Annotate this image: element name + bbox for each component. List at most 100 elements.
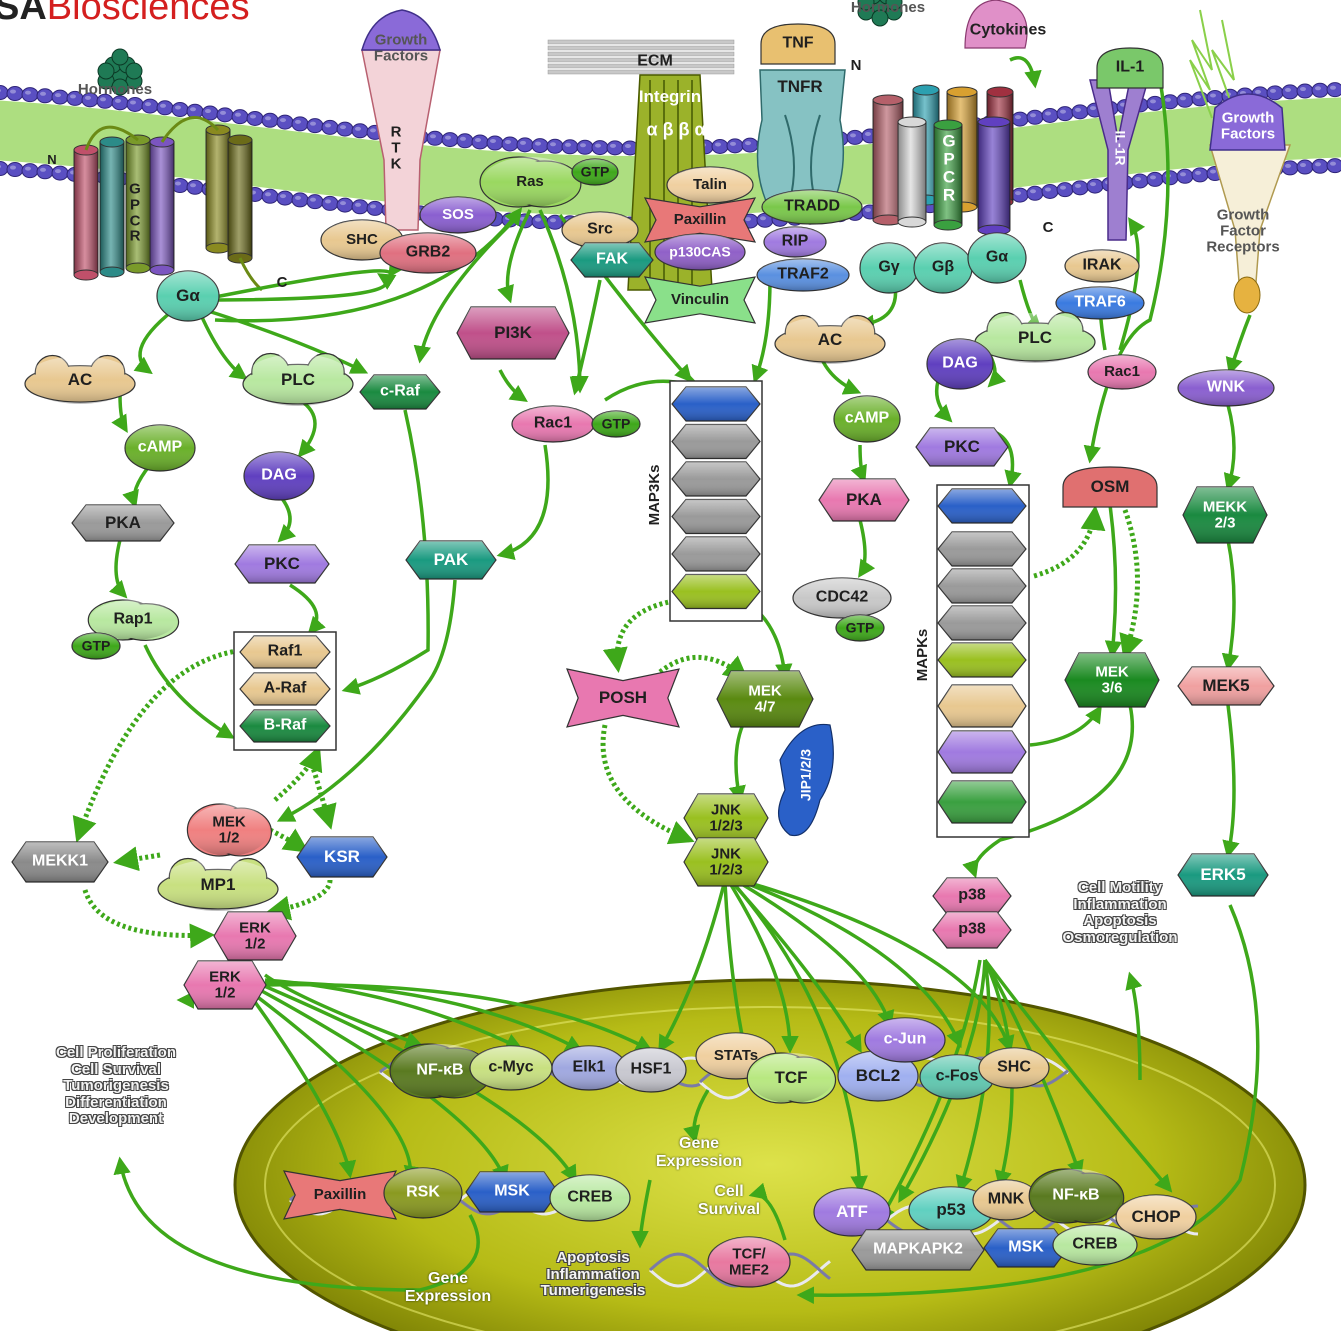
- pathway-arrow: [1104, 504, 1123, 659]
- dotted-pathway-arrow: [82, 889, 215, 949]
- brand-logo: SABiosciences: [0, 0, 250, 29]
- receptor-base: [1233, 276, 1261, 314]
- jnk-b-shape: [683, 837, 769, 887]
- vinculin-shape: [643, 276, 757, 324]
- dotted-pathway-arrow: [600, 724, 695, 845]
- map3k-ask-shape: [671, 386, 761, 422]
- mapk-tao12-shape: [937, 684, 1027, 728]
- pathway-arrow: [297, 398, 317, 458]
- outcome-line: Cell Proliferation: [55, 1044, 177, 1061]
- outcome-line: Expression: [404, 1287, 492, 1305]
- mek47-shape: [716, 670, 814, 728]
- map3k-mekk3-shape: [671, 498, 761, 535]
- pathway-arrow: [122, 463, 152, 509]
- pathway-arrow: [111, 394, 128, 434]
- mapk-tak1-shape: [937, 730, 1027, 774]
- outcome-line: Differentiation: [65, 1093, 167, 1111]
- hormones-right-cluster: [857, 0, 903, 27]
- pathway-arrow: [858, 519, 876, 578]
- pka-mid-shape: [818, 478, 910, 522]
- il1r-receptor: [1089, 79, 1149, 241]
- outcome-line: Tumerigenesis: [540, 1282, 646, 1299]
- pathway-arrow: [748, 1182, 787, 1241]
- outcome-line: Cell: [714, 1183, 744, 1200]
- tnfr-receptor: [756, 69, 846, 211]
- pathway-arrow: [569, 279, 602, 396]
- pi3k-shape: [456, 306, 570, 360]
- dotted-pathway-arrow: [602, 597, 681, 673]
- dotted-pathway-arrow: [273, 745, 323, 802]
- gpcr-left-helix-1: [73, 144, 99, 281]
- mek5-shape: [1177, 666, 1275, 706]
- p38-a-shape: [932, 877, 1012, 915]
- ecm-fiber: [547, 57, 735, 63]
- gpcr-right-helix-3: [897, 116, 927, 228]
- map3k-mlk23-shape: [671, 573, 761, 610]
- craf-shape: [359, 374, 441, 410]
- pathway-arrow: [109, 539, 128, 599]
- pathway-arrow: [962, 704, 1135, 879]
- ecm-fiber: [547, 39, 735, 45]
- brand-prefix: SA: [0, 0, 47, 28]
- pathway-arrow: [413, 213, 522, 364]
- dotted-pathway-arrow: [265, 879, 333, 921]
- pathway-arrow: [277, 494, 297, 543]
- p38-b-shape: [932, 911, 1012, 949]
- cytokines-cap: [964, 0, 1028, 49]
- pathway-arrow: [248, 993, 357, 1179]
- outcome-line: Tumorigenesis: [63, 1077, 169, 1094]
- growth-factor-left-cap: [361, 9, 441, 51]
- pathway-arrow: [737, 878, 963, 1049]
- pathway-arrow: [751, 279, 772, 384]
- growth-factor-lightning-2: [1211, 19, 1235, 101]
- outcome-line: Cell Survival: [70, 1060, 162, 1078]
- pathway-arrow: [253, 993, 421, 1184]
- gpcr-left-helix-5: [205, 124, 231, 254]
- osm-shape: [1062, 466, 1158, 508]
- rap1-shape: [87, 599, 180, 641]
- gpcr-left-helix-3: [125, 134, 151, 274]
- dotted-pathway-arrow: [268, 827, 310, 853]
- nfkb-left-shape: [389, 1043, 492, 1099]
- dotted-pathway-arrow: [72, 647, 246, 843]
- mapk-tpl2-shape: [937, 780, 1027, 824]
- tcf-shape: [746, 1052, 837, 1104]
- mapk-mekk4-shape: [937, 605, 1027, 641]
- growth-factor-receptor-right: [1208, 144, 1292, 296]
- gpcr-left-helix-4: [149, 136, 175, 276]
- jip-shape: [778, 723, 834, 837]
- ecm-fiber: [547, 63, 735, 69]
- erk12-b-shape: [183, 960, 267, 1010]
- map3k-mekk2-shape: [671, 461, 761, 497]
- plc-right-shape: [974, 311, 1096, 363]
- mekk1-left-shape: [11, 841, 109, 883]
- pathway-arrow: [631, 1179, 652, 1249]
- raf1-shape: [239, 635, 331, 669]
- dotted-pathway-arrow: [113, 846, 161, 872]
- gpcr-right-helix-7: [977, 116, 1011, 236]
- ecm-fiber: [547, 45, 735, 51]
- brand-name: Biosciences: [46, 0, 250, 28]
- pathway-arrow: [1083, 79, 1170, 464]
- ras-shape: [479, 156, 582, 208]
- gpcr-left-helix-2: [99, 136, 125, 278]
- mp1-shape: [157, 857, 279, 911]
- araf-shape: [239, 672, 331, 706]
- mek12-shape: [186, 803, 273, 857]
- pathway-arrow: [264, 982, 654, 1052]
- outcome-line: Osmoregulation: [1062, 928, 1178, 946]
- braf-shape: [239, 709, 331, 743]
- ecm-fiber: [547, 69, 735, 75]
- paxillin-top-shape: [643, 197, 757, 243]
- plc-left-shape: [242, 352, 354, 406]
- pathway-arrow: [1222, 704, 1240, 859]
- pathway-arrow: [199, 258, 406, 302]
- growth-factor-lightning-1: [1189, 9, 1213, 119]
- pathway-arrow: [204, 308, 369, 374]
- mapkapk2-shape: [851, 1229, 985, 1271]
- pathway-arrow: [983, 958, 1173, 1193]
